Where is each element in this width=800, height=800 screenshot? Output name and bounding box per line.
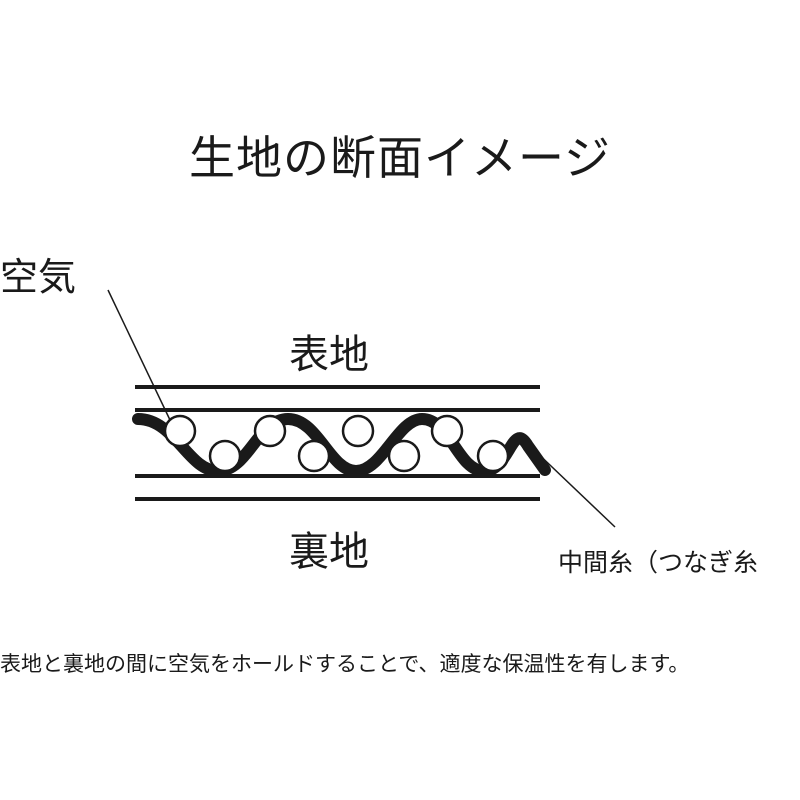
diagram-title: 生地の断面イメージ (188, 131, 612, 185)
air-leader-line (107, 289, 171, 421)
label-air: 空気 (0, 255, 77, 299)
air-bubble (341, 414, 375, 448)
caption-text: 表地と裏地の間に空気をホールドすることで、適度な保温性を有します。 (0, 652, 690, 676)
connecting-yarn-wave (132, 413, 551, 477)
air-bubble (163, 414, 197, 448)
yarn-leader-line (529, 445, 616, 528)
air-bubble (208, 439, 242, 473)
label-face-fabric: 表地 (289, 332, 369, 378)
air-bubbles (163, 414, 510, 473)
air-bubble (253, 414, 287, 448)
air-bubble (387, 439, 421, 473)
label-connecting-yarn: 中間糸（つなぎ糸 (558, 548, 759, 577)
label-back-fabric: 裏地 (289, 529, 369, 575)
air-bubble (476, 439, 510, 473)
air-bubble (430, 414, 464, 448)
air-bubble (297, 439, 331, 473)
